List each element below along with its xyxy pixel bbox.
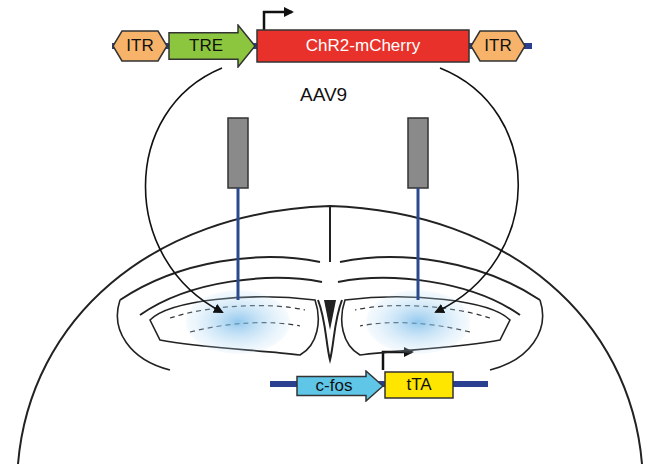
rect-shape — [385, 372, 453, 398]
ventricle — [324, 300, 336, 330]
injection-arrow — [436, 68, 518, 312]
arrow-shape — [297, 371, 383, 401]
rect-shape — [257, 30, 469, 62]
hex-shape — [471, 31, 525, 61]
itr-element: ITR — [470, 30, 526, 62]
promoter-arrow — [264, 12, 292, 30]
node-label: c-fos — [316, 376, 353, 396]
fiber-ferrule — [228, 118, 248, 188]
transgene-box: ChR2-mCherry — [256, 29, 470, 63]
arrow-shape — [169, 25, 255, 67]
itr-element: ITR — [112, 30, 168, 62]
brain-contour — [117, 300, 542, 370]
vector-label: AAV9 — [300, 84, 347, 106]
ventricle — [318, 300, 342, 360]
optical-fiber — [237, 188, 240, 300]
hex-shape — [113, 31, 167, 61]
node-label: TRE — [189, 36, 223, 56]
fiber-ferrule — [408, 118, 428, 188]
cfos-promoter: c-fos — [296, 370, 384, 402]
injection-arrow — [146, 68, 223, 312]
optical-fiber — [417, 188, 420, 300]
node-label: ITR — [126, 36, 153, 56]
promoter-arrow — [383, 352, 412, 370]
tta-gene: tTA — [384, 371, 454, 399]
tre-promoter: TRE — [168, 24, 256, 68]
node-label: ITR — [484, 36, 511, 56]
brain-outline — [18, 206, 642, 464]
node-label: tTA — [406, 375, 431, 395]
midline — [329, 206, 331, 262]
node-label: ChR2-mCherry — [306, 36, 420, 56]
